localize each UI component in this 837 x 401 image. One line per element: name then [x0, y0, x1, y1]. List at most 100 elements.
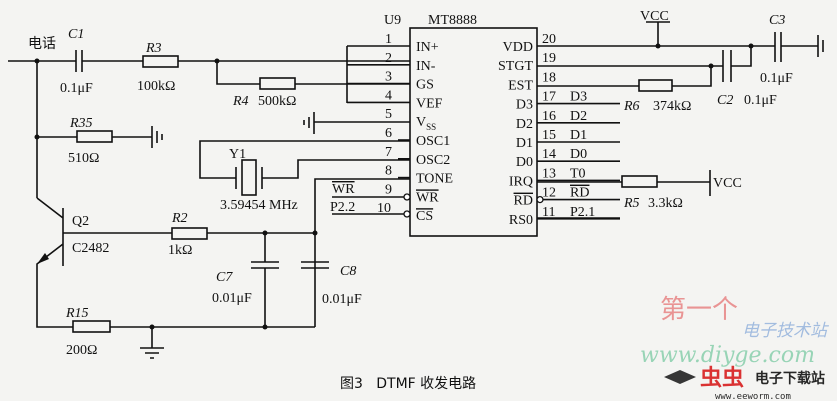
y1-value: 3.59454 MHz [220, 198, 298, 213]
pin-name: IN- [416, 59, 436, 74]
vcc-label-2: VCC [713, 176, 742, 191]
pin-number: 19 [542, 51, 556, 66]
pin-subscript: SS [426, 122, 436, 132]
pin-number: 7 [385, 145, 392, 160]
input-wire [8, 50, 410, 72]
pin-net: D3 [570, 90, 587, 105]
pin-number: 6 [385, 126, 392, 141]
c8-ref: C8 [340, 264, 356, 279]
pin-number: 12 [542, 186, 556, 201]
q2-value: C2482 [72, 241, 109, 256]
r6-resistor [638, 79, 673, 92]
junction-dot [312, 230, 318, 236]
junction-dot [34, 134, 40, 140]
c7-value: 0.01μF [212, 291, 252, 306]
chip-part: MT8888 [428, 13, 477, 28]
pin-net: D1 [570, 128, 587, 143]
pin-name: OSC2 [416, 153, 450, 168]
pin-number: 17 [542, 90, 556, 105]
chip-ref: U9 [384, 13, 401, 28]
q2-transistor [36, 197, 315, 328]
r5-resistor [621, 175, 658, 188]
pin-name: VDD [503, 40, 533, 55]
junction-dot [708, 63, 714, 69]
watermark-line2: 电子技术站 [742, 321, 830, 341]
pin-name: EST [508, 78, 533, 93]
pin-name: RD [514, 194, 533, 209]
pin-net: RD [570, 186, 589, 201]
c3-ref: C3 [769, 13, 785, 28]
pin-number: 9 [385, 182, 392, 197]
irq-wiring [537, 170, 711, 219]
pin-number: 18 [542, 70, 556, 85]
pin-number: 5 [385, 107, 392, 122]
pin-name: CS [416, 209, 433, 224]
crystal-y1 [241, 159, 257, 196]
pin-number: 4 [385, 88, 392, 103]
tone-wire [314, 178, 410, 327]
vcc-label: VCC [640, 9, 669, 24]
pin-number: 11 [542, 205, 555, 220]
r5-value: 3.3kΩ [648, 196, 683, 211]
r2-ref: R2 [171, 211, 188, 226]
r4-ref: R4 [232, 94, 249, 109]
wr-cs-wire [332, 196, 404, 215]
pin-name: IN+ [416, 40, 439, 55]
r15-value: 200Ω [66, 343, 97, 358]
c1-value: 0.1μF [60, 81, 93, 96]
y1-ref: Y1 [229, 147, 246, 162]
r6-value: 374kΩ [653, 99, 691, 114]
junction-dot [748, 43, 754, 49]
r3-ref: R3 [145, 41, 162, 56]
r2-resistor [171, 227, 208, 240]
r5-ref: R5 [623, 196, 640, 211]
watermark-line1: 第一个 [660, 295, 738, 325]
c2-value: 0.1μF [744, 93, 777, 108]
watermark-logo: 第一个 电子技术站 www.diyge.com 虫虫 电子下载站 www.eew… [640, 295, 830, 401]
pin-number: 2 [385, 51, 392, 66]
pin-net: P2.1 [570, 205, 595, 220]
pin-name: VSS [416, 115, 436, 132]
chip-left-pins: 1IN+2IN-3GS4VEF5VSS6OSC17OSC28TONE9WR10C… [347, 32, 453, 224]
junction-dot [262, 324, 268, 330]
junction-dot [655, 43, 661, 49]
pin-name: WR [416, 190, 439, 205]
pin-name: GS [416, 78, 434, 93]
inverter-bubble [403, 193, 411, 201]
figure-caption: 图3 DTMF 收发电路 [340, 376, 476, 392]
pin-net: D2 [570, 109, 587, 124]
pin-name: STGT [498, 59, 533, 74]
pin-number: 16 [542, 109, 556, 124]
p22-net: P2.2 [330, 200, 355, 215]
pin-name: D1 [516, 136, 533, 151]
pin-number: 15 [542, 128, 556, 143]
inverter-bubble [403, 210, 411, 218]
pin-name: RS0 [509, 213, 533, 228]
pin-number: 10 [377, 201, 391, 216]
watermark-line4: 电子下载站 [755, 370, 825, 387]
r15-ref: R15 [65, 306, 89, 321]
inverter-bubble [536, 195, 544, 204]
pin-name: D3 [516, 98, 533, 113]
chip-mt8888 [409, 27, 538, 237]
pin-number: 14 [542, 147, 556, 162]
q2-ref: Q2 [72, 214, 89, 229]
c7-ref: C7 [216, 270, 233, 285]
ground-icon [140, 327, 164, 359]
r2-value: 1kΩ [168, 243, 192, 258]
crystal-wire [199, 140, 410, 189]
r3-value: 100kΩ [137, 79, 175, 94]
r35-value: 510Ω [68, 151, 99, 166]
pin-name: VEF [416, 96, 443, 111]
c2-ref: C2 [717, 93, 733, 108]
pin-number: 1 [385, 32, 392, 47]
r35-ref: R35 [69, 116, 93, 131]
r4-wire [216, 46, 410, 103]
pin-name: D2 [516, 117, 533, 132]
pin-number: 13 [542, 166, 556, 181]
watermark-line5: www.eeworm.com [715, 392, 791, 401]
emitter-arrow-icon [37, 253, 49, 264]
